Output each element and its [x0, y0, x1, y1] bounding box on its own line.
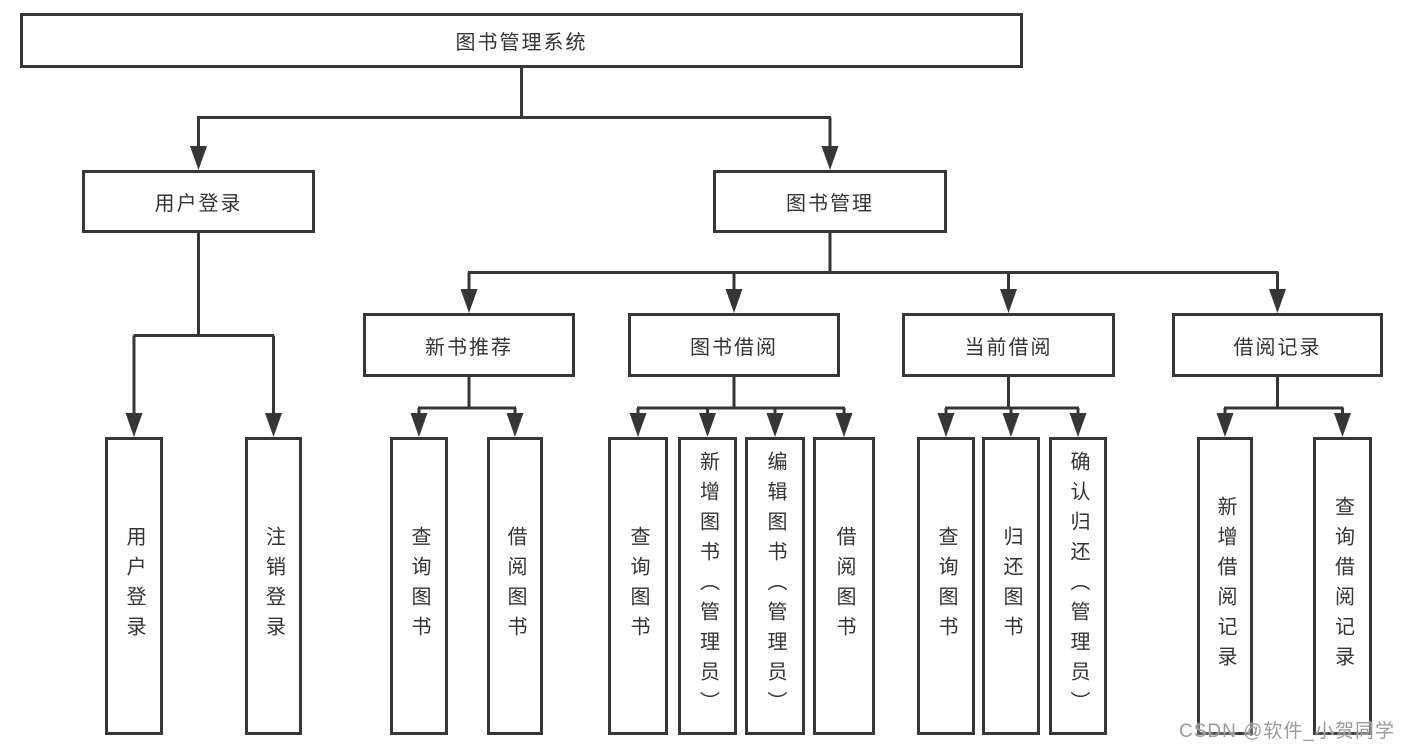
- node-book-management: 图书管理: [713, 170, 947, 233]
- arrow-down-icon: [629, 413, 647, 437]
- node-book-borrowing: 图书借阅: [628, 313, 840, 377]
- leaf-query-borrow-record: 查询借阅记录: [1313, 437, 1372, 735]
- connector-new-book-rec-to-leaves: [417, 377, 517, 419]
- leaf-edit-book-admin: 编辑图书（管理员）: [745, 437, 805, 735]
- arrow-down-icon: [460, 289, 478, 313]
- connector-user-login-to-leaves: [132, 233, 275, 417]
- connector-current-borrow-to-leaves: [944, 377, 1080, 419]
- arrow-down-icon: [725, 289, 743, 313]
- leaf-query-books-3: 查询图书: [917, 437, 975, 735]
- leaf-label: 确认归还（管理员）: [1067, 451, 1089, 721]
- leaf-label: 新增借阅记录: [1214, 496, 1236, 676]
- arrow-down-icon: [410, 413, 428, 437]
- leaf-borrow-books-2: 借阅图书: [813, 437, 875, 735]
- arrow-down-icon: [265, 413, 282, 437]
- arrow-down-icon: [1216, 413, 1234, 437]
- connector-book-mgmt-to-groups: [467, 233, 1279, 293]
- leaf-label: 查询图书: [408, 526, 430, 646]
- leaf-user-login: 用户登录: [105, 437, 163, 735]
- node-root-library-management-system: 图书管理系统: [20, 13, 1023, 68]
- node-user-login: 用户登录: [82, 170, 315, 233]
- leaf-label: 借阅图书: [833, 526, 855, 646]
- arrow-down-icon: [1000, 289, 1017, 313]
- leaf-borrow-books-1: 借阅图书: [487, 437, 543, 735]
- node-new-book-recommendation: 新书推荐: [363, 313, 575, 377]
- arrow-down-icon: [1002, 413, 1020, 437]
- leaf-label: 用户登录: [123, 526, 145, 646]
- leaf-label: 归还图书: [1000, 526, 1022, 646]
- connector-book-borrow-to-leaves: [636, 377, 846, 419]
- arrow-down-icon: [1069, 413, 1087, 437]
- arrow-down-icon: [125, 413, 143, 437]
- leaf-label: 注销登录: [262, 526, 285, 646]
- arrow-down-icon: [506, 413, 524, 437]
- arrow-down-icon: [1269, 289, 1286, 313]
- csdn-watermark: CSDN @软件_小贺同学: [1179, 721, 1395, 742]
- connector-borrow-records-to-leaves: [1223, 377, 1344, 419]
- leaf-add-borrow-record: 新增借阅记录: [1197, 437, 1253, 735]
- leaf-return-books: 归还图书: [982, 437, 1040, 735]
- leaf-label: 查询借阅记录: [1331, 496, 1354, 676]
- node-borrowing-records: 借阅记录: [1172, 313, 1383, 377]
- leaf-confirm-return-admin: 确认归还（管理员）: [1049, 437, 1107, 735]
- leaf-logout: 注销登录: [245, 437, 302, 735]
- leaf-label: 查询图书: [627, 526, 649, 646]
- arrow-down-icon: [821, 146, 839, 170]
- connector-root-to-level2: [197, 68, 832, 150]
- arrow-down-icon: [766, 413, 784, 437]
- leaf-label: 新增图书（管理员）: [696, 451, 719, 721]
- arrow-down-icon: [1334, 413, 1351, 437]
- arrow-down-icon: [699, 413, 716, 437]
- leaf-label: 查询图书: [935, 526, 957, 646]
- leaf-query-books-1: 查询图书: [390, 437, 448, 735]
- arrow-down-icon: [835, 413, 853, 437]
- node-current-borrowing: 当前借阅: [902, 313, 1115, 377]
- leaf-label: 编辑图书（管理员）: [764, 451, 786, 721]
- arrow-down-icon: [937, 413, 955, 437]
- leaf-query-books-2: 查询图书: [608, 437, 668, 735]
- leaf-add-book-admin: 新增图书（管理员）: [678, 437, 737, 735]
- arrow-down-icon: [190, 146, 207, 170]
- leaf-label: 借阅图书: [504, 526, 526, 646]
